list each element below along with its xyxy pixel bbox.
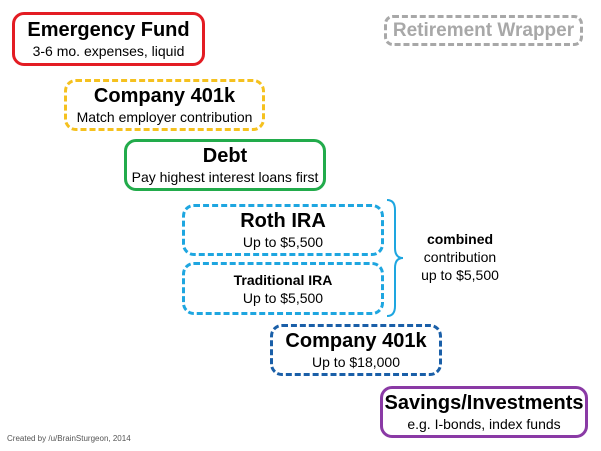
emergency-fund-box: Emergency Fund 3-6 mo. expenses, liquid — [12, 12, 205, 66]
company-401k-match-title: Company 401k — [93, 85, 236, 107]
savings-investments-subtitle: e.g. I-bonds, index funds — [407, 416, 561, 432]
company-401k-max-subtitle: Up to $18,000 — [312, 354, 400, 370]
combined-note-line3: up to $5,500 — [421, 267, 499, 283]
roth-ira-title: Roth IRA — [240, 210, 326, 232]
savings-investments-box: Savings/Investments e.g. I-bonds, index … — [380, 386, 588, 438]
combined-contribution-note: combined contribution up to $5,500 — [405, 230, 515, 284]
emergency-fund-subtitle: 3-6 mo. expenses, liquid — [32, 43, 185, 59]
debt-box: Debt Pay highest interest loans first — [124, 139, 326, 191]
traditional-ira-title: Traditional IRA — [233, 271, 333, 288]
emergency-fund-title: Emergency Fund — [27, 19, 190, 41]
savings-investments-title: Savings/Investments — [384, 392, 584, 414]
company-401k-max-box: Company 401k Up to $18,000 — [270, 324, 442, 376]
debt-title: Debt — [202, 145, 248, 167]
retirement-wrapper-legend: Retirement Wrapper — [384, 15, 583, 46]
company-401k-max-title: Company 401k — [285, 330, 427, 352]
company-401k-match-subtitle: Match employer contribution — [76, 109, 253, 125]
combined-note-line1: combined — [426, 231, 494, 247]
retirement-wrapper-label: Retirement Wrapper — [392, 19, 575, 41]
credit-text: Created by /u/BrainSturgeon, 2014 — [7, 434, 131, 443]
traditional-ira-box: Traditional IRA Up to $5,500 — [182, 262, 384, 315]
roth-ira-box: Roth IRA Up to $5,500 — [182, 204, 384, 256]
ira-brace — [386, 199, 404, 317]
traditional-ira-subtitle: Up to $5,500 — [242, 289, 324, 306]
company-401k-match-box: Company 401k Match employer contribution — [64, 79, 265, 131]
combined-note-line2: contribution — [423, 249, 497, 265]
debt-subtitle: Pay highest interest loans first — [131, 169, 319, 185]
roth-ira-subtitle: Up to $5,500 — [242, 234, 324, 250]
